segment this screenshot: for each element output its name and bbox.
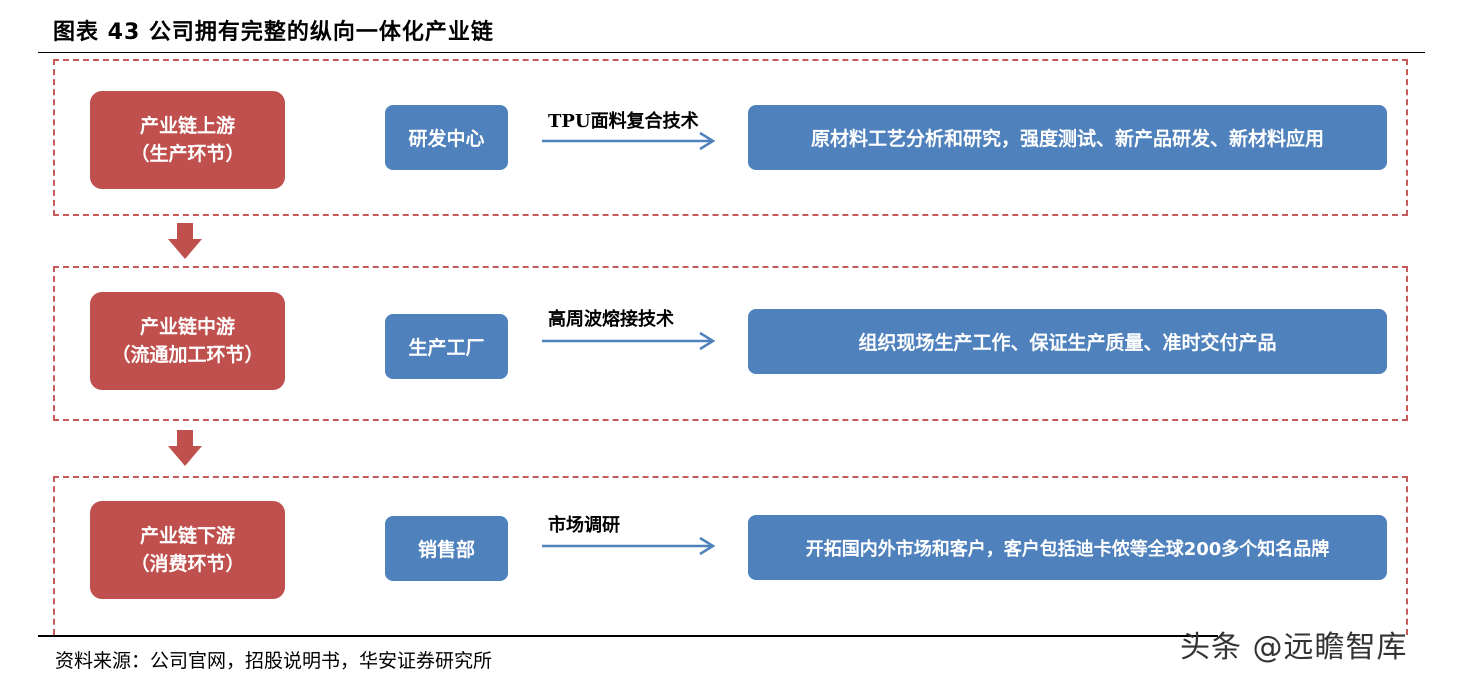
- source-note: 资料来源：公司官网，招股说明书，华安证券研究所: [55, 650, 493, 672]
- desc-downstream: 开拓国内外市场和客户，客户包括迪卡侬等全球200多个知名品牌: [748, 515, 1387, 580]
- top-rule: [38, 52, 1425, 53]
- stage-midstream-label: 产业链中游: [139, 316, 235, 338]
- right-arrow-icon: [542, 131, 716, 151]
- dept-factory: 生产工厂: [385, 314, 508, 379]
- bottom-rule: [38, 635, 1218, 637]
- figure-title: 图表 43 公司拥有完整的纵向一体化产业链: [53, 20, 494, 45]
- down-arrow-icon: [168, 223, 202, 259]
- stage-downstream-label: 产业链下游: [139, 525, 235, 547]
- dept-rd-center: 研发中心: [385, 105, 508, 170]
- stage-midstream-sublabel: （流通加工环节）: [111, 344, 264, 366]
- tech-label-upstream: TPU面料复合技术: [548, 111, 699, 132]
- stage-upstream-frame: [53, 59, 1408, 216]
- dept-sales: 销售部: [385, 516, 508, 581]
- stage-midstream-frame: [53, 266, 1408, 421]
- stage-upstream-sublabel: （生产环节）: [130, 143, 245, 165]
- stage-downstream-frame: [53, 476, 1408, 635]
- right-arrow-icon: [542, 536, 716, 556]
- down-arrow-icon: [168, 430, 202, 466]
- desc-upstream: 原材料工艺分析和研究，强度测试、新产品研发、新材料应用: [748, 105, 1387, 170]
- stage-midstream-box: 产业链中游 （流通加工环节）: [90, 292, 285, 390]
- watermark: 头条 @远瞻智库: [1180, 630, 1408, 665]
- right-arrow-icon: [542, 331, 716, 351]
- tech-label-midstream: 高周波熔接技术: [548, 309, 674, 330]
- stage-upstream-label: 产业链上游: [139, 115, 235, 137]
- stage-downstream-box: 产业链下游 （消费环节）: [90, 501, 285, 599]
- tech-label-downstream: 市场调研: [548, 515, 620, 536]
- stage-downstream-sublabel: （消费环节）: [130, 553, 245, 575]
- desc-midstream: 组织现场生产工作、保证生产质量、准时交付产品: [748, 309, 1387, 374]
- stage-upstream-box: 产业链上游 （生产环节）: [90, 91, 285, 189]
